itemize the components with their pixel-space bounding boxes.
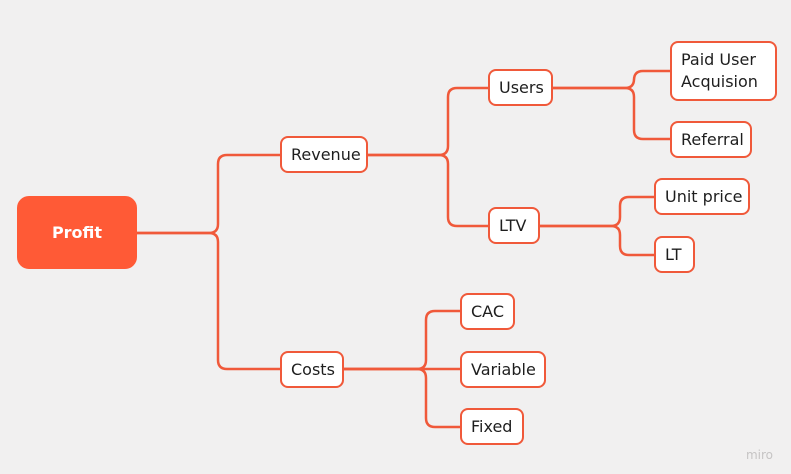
- link-users-referral: [551, 86, 672, 141]
- node-ltv-label: LTV: [499, 215, 527, 235]
- miro-watermark: miro: [745, 448, 773, 462]
- node-revenue[interactable]: Revenue: [280, 136, 368, 173]
- node-paid-user-acquisition-label: Paid User Acquision: [681, 50, 758, 91]
- node-lt[interactable]: LT: [654, 236, 695, 273]
- link-costs-fixed: [342, 367, 462, 429]
- link-revenue-ltv: [366, 153, 490, 228]
- link-profit-revenue: [135, 153, 282, 235]
- node-variable-label: Variable: [471, 359, 536, 379]
- node-users-label: Users: [499, 77, 544, 97]
- node-unit-price[interactable]: Unit price: [654, 178, 750, 215]
- node-lt-label: LT: [665, 244, 682, 264]
- link-ltv-unitprice: [538, 195, 656, 228]
- node-cac[interactable]: CAC: [460, 293, 515, 330]
- node-profit-label: Profit: [51, 222, 103, 242]
- link-users-paid: [551, 69, 672, 90]
- node-ltv[interactable]: LTV: [488, 207, 540, 244]
- node-users[interactable]: Users: [488, 69, 553, 106]
- node-unit-price-label: Unit price: [665, 186, 743, 206]
- node-costs[interactable]: Costs: [280, 351, 344, 388]
- node-variable[interactable]: Variable: [460, 351, 546, 388]
- node-cac-label: CAC: [471, 301, 505, 321]
- node-fixed[interactable]: Fixed: [460, 408, 524, 445]
- node-paid-user-acquisition[interactable]: Paid User Acquision: [670, 41, 777, 101]
- link-revenue-users: [366, 86, 490, 157]
- node-referral-label: Referral: [681, 129, 744, 149]
- link-ltv-lt: [538, 224, 656, 257]
- link-costs-cac: [342, 309, 462, 371]
- node-fixed-label: Fixed: [471, 416, 513, 436]
- node-referral[interactable]: Referral: [670, 121, 752, 158]
- link-profit-costs: [135, 231, 282, 371]
- node-profit[interactable]: Profit: [17, 196, 137, 269]
- node-costs-label: Costs: [291, 359, 335, 379]
- node-revenue-label: Revenue: [291, 144, 361, 164]
